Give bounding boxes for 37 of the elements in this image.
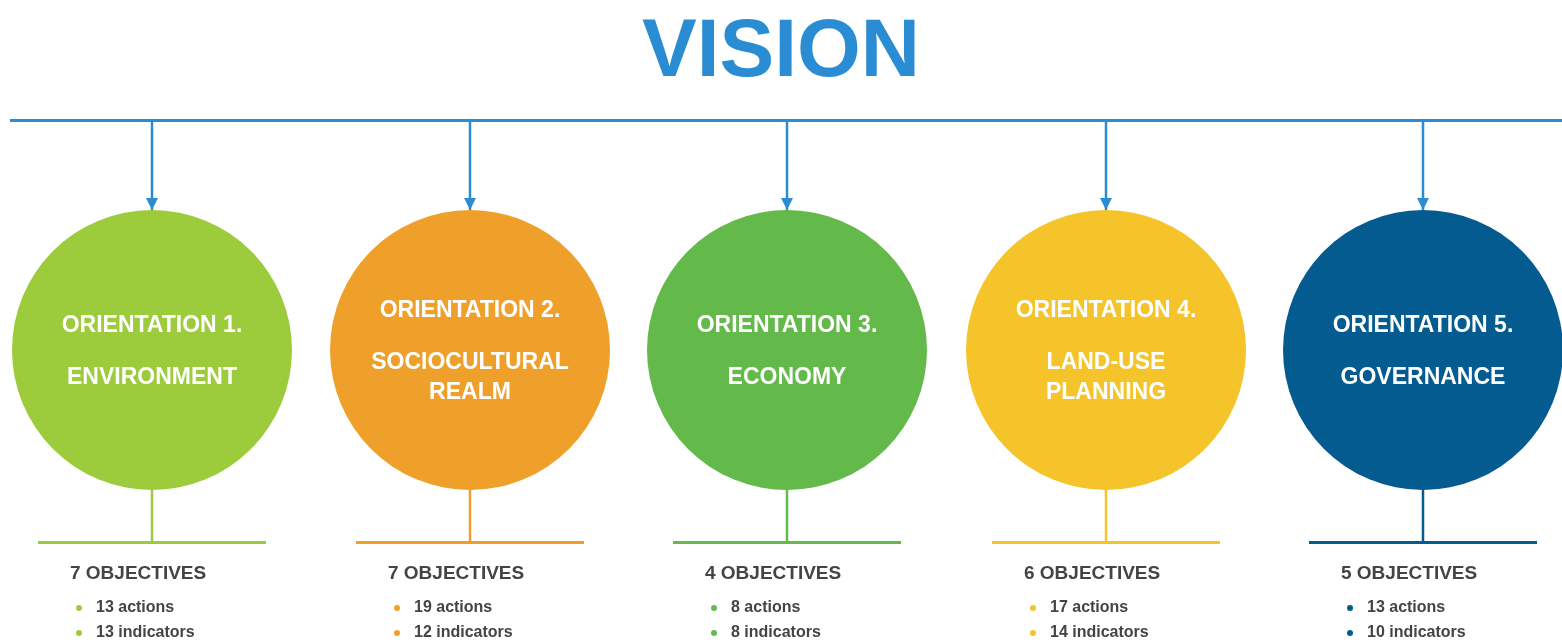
- connector-line: [1104, 490, 1108, 541]
- arrow: [463, 122, 477, 210]
- list-item: 13 actions: [96, 598, 175, 615]
- title: VISION: [642, 1, 920, 95]
- list-item: 12 indicators: [414, 623, 513, 640]
- orientation-name: GOVERNANCE: [1339, 362, 1507, 391]
- list-item: 10 indicators: [1367, 623, 1466, 640]
- objectives-heading: 5 OBJECTIVES: [1341, 562, 1479, 584]
- orientation-number: ORIENTATION 4.: [1014, 295, 1198, 324]
- objectives-heading: 6 OBJECTIVES: [1024, 562, 1162, 584]
- orientation-number: ORIENTATION 3.: [695, 310, 879, 339]
- orientation-name: ENVIRONMENT: [66, 362, 238, 391]
- objectives-heading: 7 OBJECTIVES: [70, 562, 208, 584]
- list-item: 17 actions: [1050, 598, 1129, 615]
- arrow: [1416, 122, 1430, 210]
- orientation-number: ORIENTATION 2.: [378, 295, 562, 324]
- orientation-number: ORIENTATION 5.: [1331, 310, 1515, 339]
- arrow: [780, 122, 794, 210]
- list-item: 13 indicators: [96, 623, 195, 640]
- orientation-number: ORIENTATION 1.: [60, 310, 244, 339]
- orientation-name: ECONOMY: [726, 362, 848, 391]
- connector-line: [785, 490, 789, 541]
- orientation-name: LAND-USE PLANNING: [1044, 347, 1168, 406]
- connector-line: [150, 490, 154, 541]
- objectives-heading: 7 OBJECTIVES: [388, 562, 526, 584]
- connector-line: [468, 490, 472, 541]
- list-item: 19 actions: [414, 598, 493, 615]
- list-item: 14 indicators: [1050, 623, 1149, 640]
- arrow: [145, 122, 159, 210]
- list-item: 13 actions: [1367, 598, 1446, 615]
- arrow: [1099, 122, 1113, 210]
- list-item: 8 indicators: [731, 623, 821, 640]
- orientation-name: SOCIOCULTURAL REALM: [370, 347, 570, 406]
- horizontal-rule: [10, 119, 1562, 122]
- list-item: 8 actions: [731, 598, 801, 615]
- objectives-heading: 4 OBJECTIVES: [705, 562, 843, 584]
- connector-line: [1421, 490, 1425, 541]
